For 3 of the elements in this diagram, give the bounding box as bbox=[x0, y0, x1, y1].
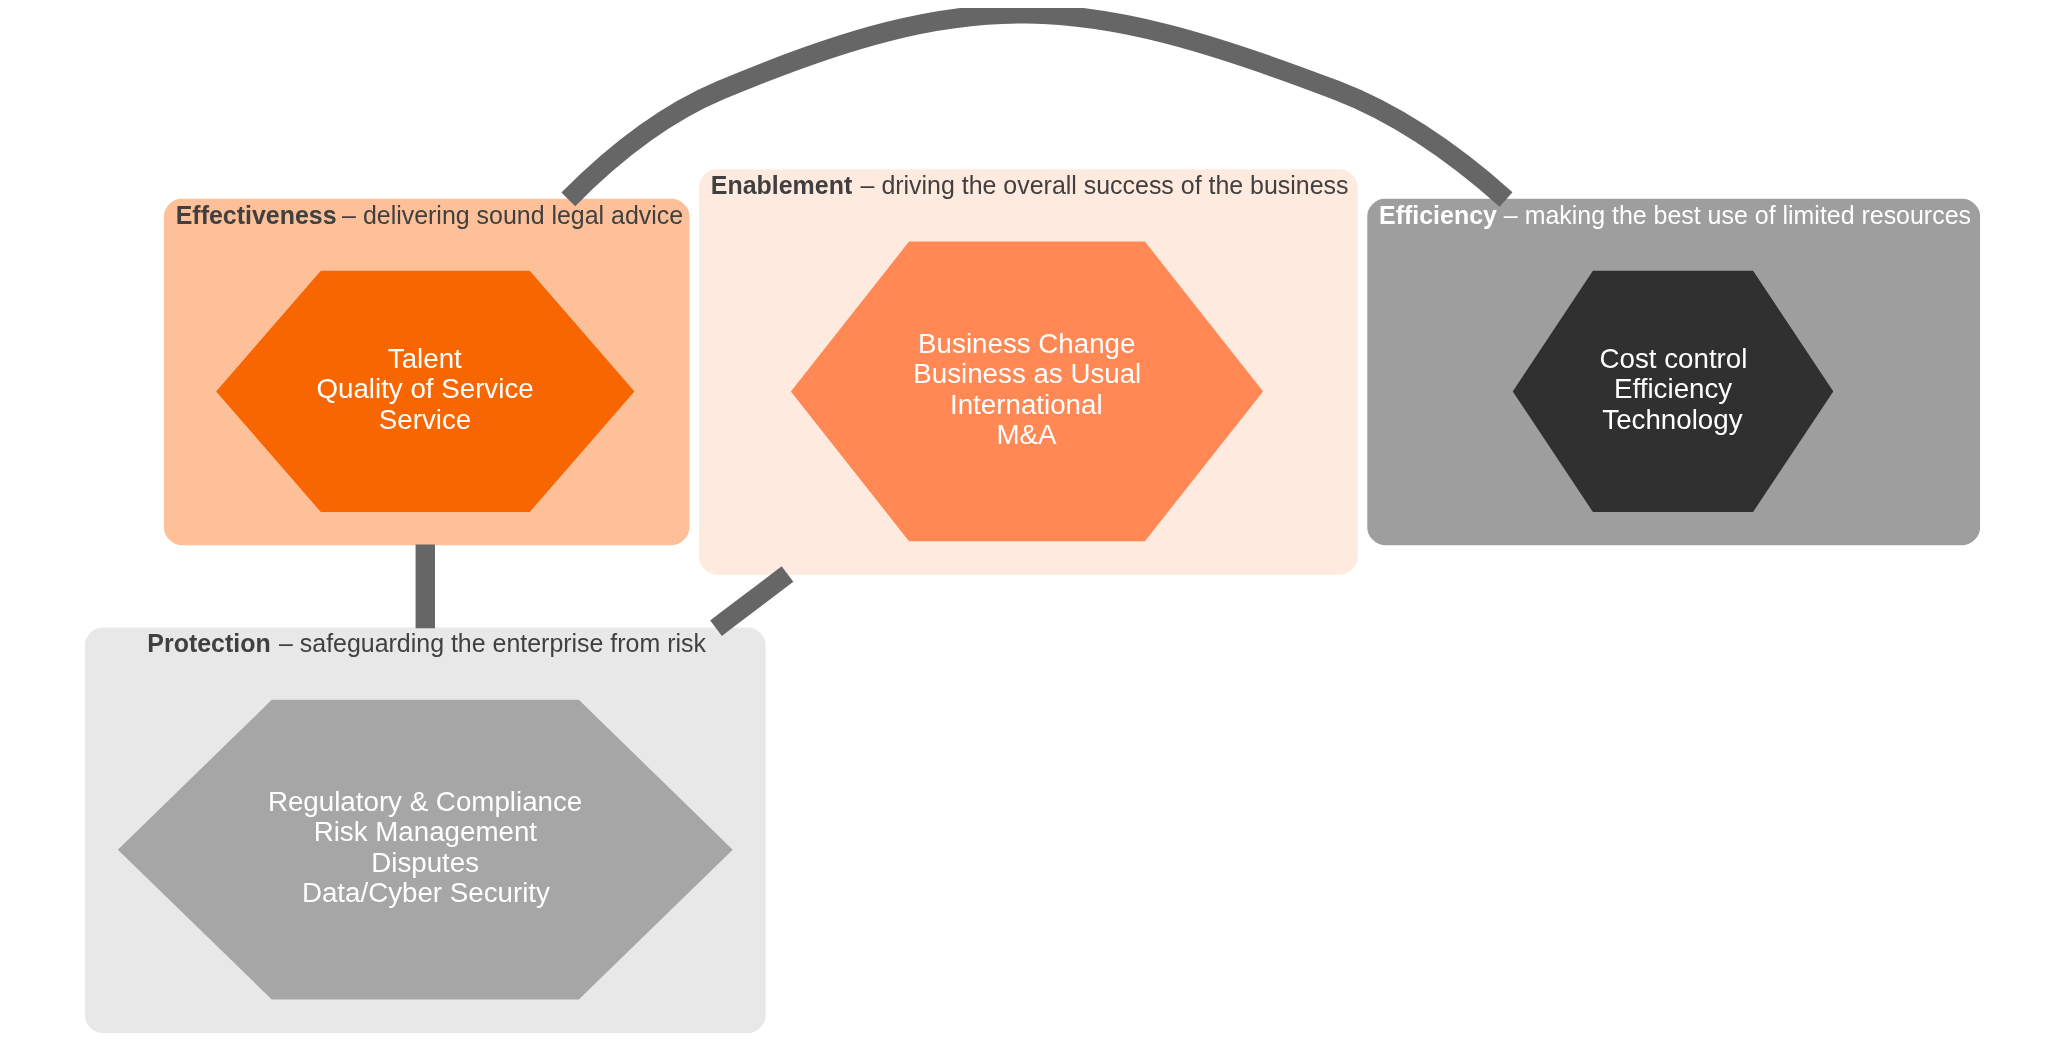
connector bbox=[710, 566, 794, 636]
connector bbox=[561, 8, 1513, 207]
connector bbox=[415, 544, 435, 629]
